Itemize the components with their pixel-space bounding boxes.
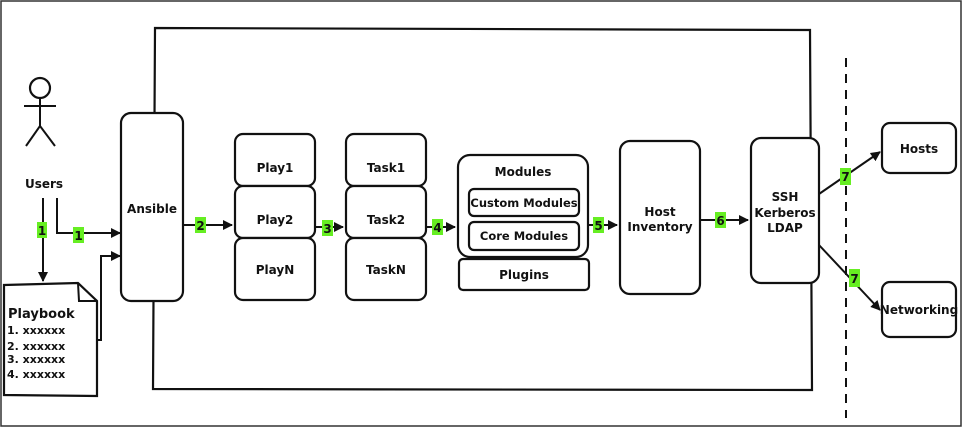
step-badge: 3 bbox=[322, 220, 333, 236]
task-box bbox=[344, 236, 428, 302]
svg-text:7: 7 bbox=[850, 272, 858, 286]
modules-title: Modules bbox=[495, 165, 552, 179]
ansible-label: Ansible bbox=[127, 202, 177, 216]
step-badge: 6 bbox=[715, 212, 726, 228]
connection-methods-box bbox=[749, 136, 821, 285]
step-badge: 7 bbox=[840, 168, 851, 185]
play-label: Play1 bbox=[257, 161, 294, 175]
tasks-stack: Task1 Task2 TaskN bbox=[344, 132, 428, 302]
svg-text:6: 6 bbox=[716, 214, 724, 228]
inventory-label-line2: Inventory bbox=[627, 220, 692, 234]
playbook-item: 1. xxxxxx bbox=[7, 324, 65, 337]
step-badge: 4 bbox=[432, 219, 443, 235]
step-badge: 7 bbox=[849, 269, 860, 287]
hosts-label: Hosts bbox=[900, 142, 938, 156]
networking-label: Networking bbox=[880, 303, 958, 317]
playbook-item: 2. xxxxxx bbox=[7, 340, 65, 353]
connection-method-label: SSH bbox=[772, 190, 799, 204]
svg-text:1: 1 bbox=[38, 224, 46, 238]
custom-modules-label: Custom Modules bbox=[470, 196, 577, 210]
plugins-label: Plugins bbox=[499, 268, 549, 282]
core-modules-label: Core Modules bbox=[480, 229, 568, 243]
users-label: Users bbox=[25, 177, 63, 191]
ansible-box bbox=[119, 111, 185, 303]
connection-method-label: LDAP bbox=[767, 221, 803, 235]
svg-text:7: 7 bbox=[841, 170, 849, 184]
play-label: PlayN bbox=[256, 263, 295, 277]
playbook-item: 3. xxxxxx bbox=[7, 353, 65, 366]
users-to-ansible-arrow bbox=[56, 198, 121, 238]
task-box bbox=[344, 132, 428, 188]
inventory-label-line1: Host bbox=[644, 205, 675, 219]
networking-box bbox=[880, 280, 958, 339]
step-badge: 5 bbox=[593, 217, 604, 233]
step-badge: 1 bbox=[37, 222, 47, 238]
svg-text:3: 3 bbox=[323, 222, 331, 236]
task-box bbox=[344, 184, 428, 240]
svg-text:1: 1 bbox=[74, 229, 82, 243]
modules-group: Modules Custom Modules Core Modules Plug… bbox=[456, 153, 591, 292]
svg-text:5: 5 bbox=[594, 219, 602, 233]
plays-stack: Play1 Play2 PlayN bbox=[233, 132, 317, 302]
connection-method-label: Kerberos bbox=[754, 206, 815, 220]
core-modules-box bbox=[467, 220, 581, 252]
play-box bbox=[233, 184, 317, 240]
step-badge: 1 bbox=[73, 227, 84, 243]
playbook-title: Playbook bbox=[8, 307, 75, 322]
playbook-document: Playbook 1. xxxxxx 2. xxxxxx 3. xxxxxx 4… bbox=[2, 281, 99, 398]
step-badge: 2 bbox=[195, 217, 206, 233]
task-label: Task1 bbox=[367, 161, 405, 175]
hosts-box bbox=[880, 121, 958, 175]
host-inventory-box bbox=[618, 139, 702, 296]
user-actor-icon bbox=[24, 76, 56, 147]
task-label: TaskN bbox=[366, 263, 406, 277]
play-box bbox=[233, 132, 317, 188]
play-label: Play2 bbox=[257, 213, 294, 227]
task-label: Task2 bbox=[367, 213, 405, 227]
playbook-to-ansible-arrow bbox=[98, 251, 121, 341]
custom-modules-box bbox=[467, 187, 581, 218]
svg-text:2: 2 bbox=[196, 219, 204, 233]
play-box bbox=[233, 236, 317, 302]
svg-text:4: 4 bbox=[433, 221, 441, 235]
playbook-item: 4. xxxxxx bbox=[7, 368, 65, 381]
plugins-box bbox=[457, 257, 591, 292]
